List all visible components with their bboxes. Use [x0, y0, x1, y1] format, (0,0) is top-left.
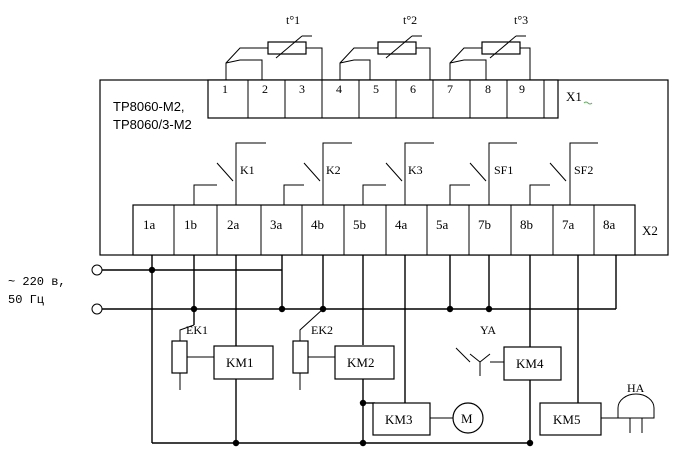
x2-terminal: 1a: [143, 217, 156, 232]
contactor-label: KM5: [553, 412, 580, 427]
alarm-ha: HA: [617, 381, 655, 433]
relay-contact-k3: K3: [362, 142, 434, 205]
x1-terminal: 7: [447, 82, 453, 96]
x2-terminal: 5b: [353, 217, 366, 232]
sensor-label: t°3: [514, 13, 528, 27]
contact-label: SF1: [494, 163, 513, 177]
x2-terminal: 1b: [184, 217, 197, 232]
x2-terminal: 7b: [478, 217, 491, 232]
heater-ek1: EK1: [171, 309, 214, 390]
sensor-t1: t°1: [225, 13, 323, 80]
sensor-label: t°2: [403, 13, 417, 27]
contactor-km1: KM1: [213, 345, 274, 443]
contactor-label: KM3: [385, 412, 412, 427]
model-name-line1: TP8060-M2,: [113, 99, 185, 114]
alarm-label: HA: [627, 381, 645, 395]
x1-terminal: 4: [336, 82, 342, 96]
contact-label: K2: [326, 163, 341, 177]
spellcheck-squiggle: [583, 101, 593, 105]
x1-terminal: 6: [410, 82, 416, 96]
x2-terminal: 7a: [562, 217, 575, 232]
motor-label: M: [461, 411, 473, 426]
x2-terminal: 5a: [436, 217, 449, 232]
motor: M: [452, 402, 484, 434]
wiring-drops: [151, 255, 617, 443]
heater-ek2: EK2: [292, 308, 335, 390]
x1-terminal: 1: [222, 82, 228, 96]
relay-contact-k2: K2: [283, 142, 352, 205]
x2-terminal: 4a: [395, 217, 408, 232]
sensor-t2: t°2: [339, 13, 431, 80]
x1-terminal: 9: [519, 82, 525, 96]
sensor-label: t°1: [286, 13, 300, 27]
contactor-km3: KM3: [363, 402, 453, 436]
connector-x1-label: X1: [566, 89, 582, 104]
heater-label: EK1: [186, 323, 208, 337]
contactor-km4: KM4: [503, 346, 562, 443]
supply-voltage-label: ~ 220 в,: [8, 275, 66, 289]
x2-terminal: 2a: [227, 217, 240, 232]
x2-terminal: 8a: [603, 217, 616, 232]
model-name-line2: TP8060/3-M2: [113, 117, 192, 132]
contact-label: K3: [408, 163, 423, 177]
connector-x1: 1 2 3 4 5 6 7 8 9: [207, 79, 559, 119]
contactor-km2: KM2: [334, 345, 395, 443]
relay-contact-k1: K1: [193, 142, 266, 205]
sensor-t3: t°3: [449, 13, 531, 80]
x2-terminal: 8b: [520, 217, 533, 232]
contactor-km5: KM5: [539, 402, 618, 436]
connector-x2-label: X2: [642, 223, 658, 238]
valve-ya: YA: [455, 323, 504, 376]
x2-terminal: 4b: [311, 217, 324, 232]
relay-contact-sf2: SF2: [529, 142, 598, 205]
contactor-label: KM1: [226, 355, 253, 370]
x1-terminal: 3: [299, 82, 305, 96]
x1-terminal: 2: [262, 82, 268, 96]
contact-label: SF2: [574, 163, 593, 177]
x1-terminal: 8: [485, 82, 491, 96]
connector-x2: 1a 1b 2a 3a 4b 5b 4a 5a 7b 8b 7a 8a: [132, 204, 636, 256]
contactor-label: KM2: [347, 355, 374, 370]
x1-terminal: 5: [373, 82, 379, 96]
contactor-label: KM4: [516, 356, 544, 371]
power-supply: ~ 220 в, 50 Гц: [8, 264, 616, 315]
x2-terminal: 3a: [270, 217, 283, 232]
heater-label: EK2: [311, 323, 333, 337]
supply-frequency-label: 50 Гц: [8, 293, 44, 307]
valve-label: YA: [480, 323, 496, 337]
contact-label: K1: [240, 163, 255, 177]
relay-contact-sf1: SF1: [449, 142, 517, 205]
